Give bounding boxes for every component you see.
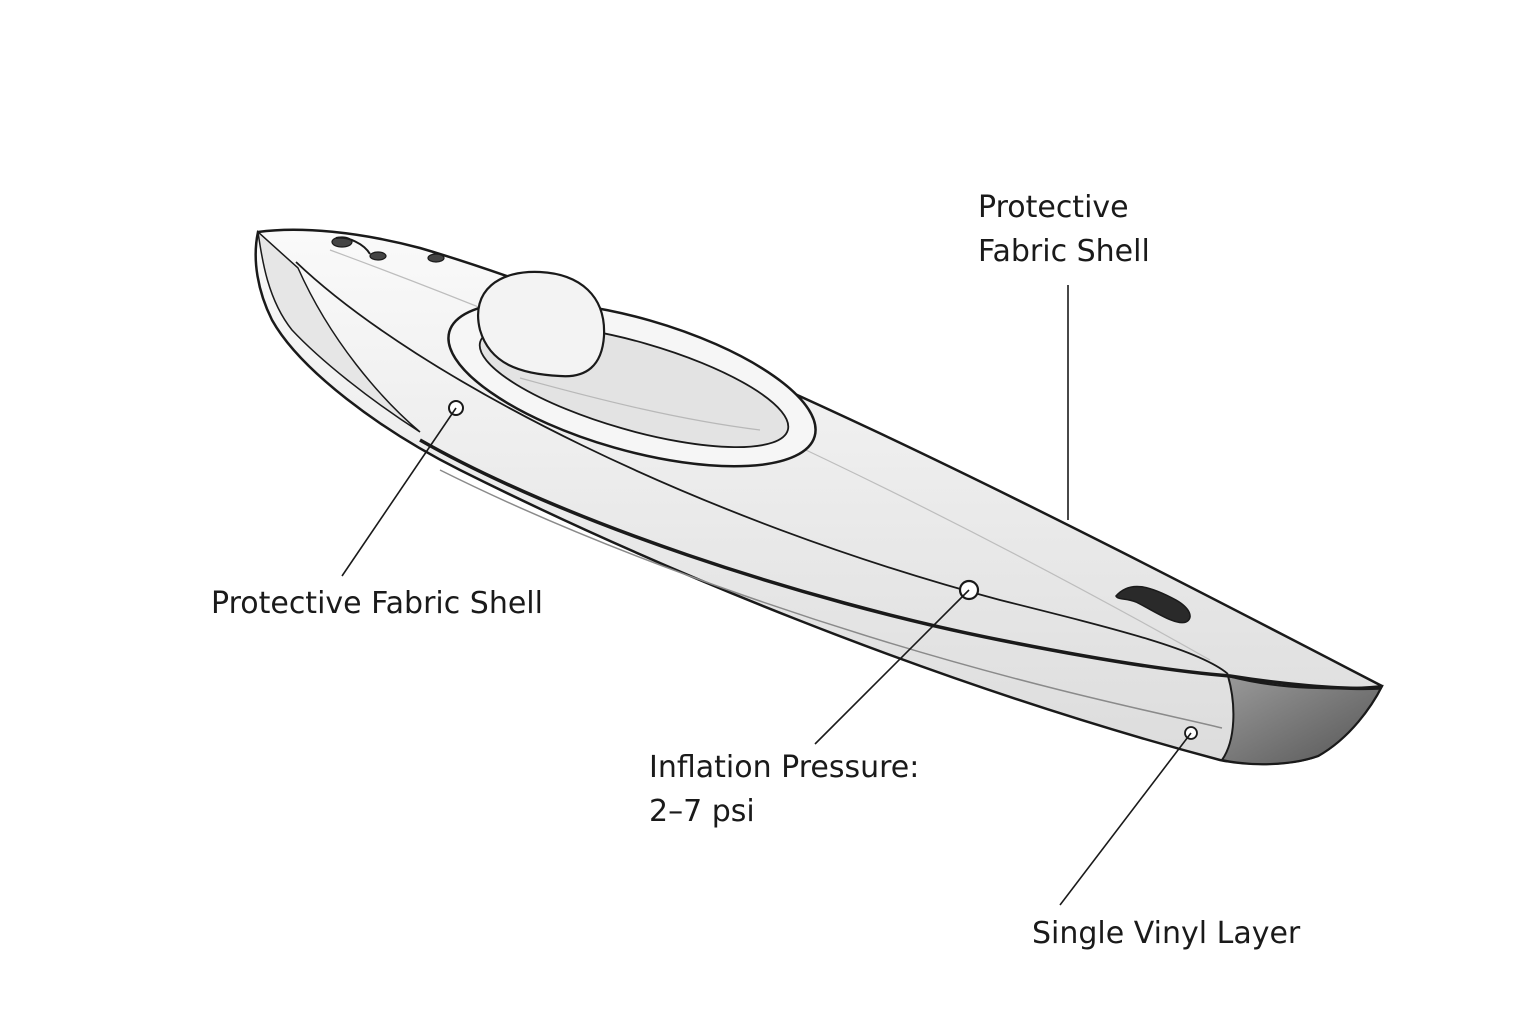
callout-mid-line1: Inflation Pressure: — [649, 750, 920, 785]
leader-line-mid — [814, 589, 970, 745]
leader-line-bottom — [1059, 732, 1192, 906]
hull-body — [254, 228, 1384, 766]
callout-single-vinyl-layer: Single Vinyl Layer — [1032, 912, 1300, 956]
cockpit-floor — [519, 377, 761, 431]
bow-fittings — [331, 236, 445, 263]
callout-mid-line2: 2–7 psi — [649, 794, 755, 829]
seat-backrest — [477, 270, 606, 378]
leader-line-left — [341, 407, 457, 577]
callout-top-line1: Protective — [978, 190, 1129, 225]
callout-protective-fabric-shell-top: Protective Fabric Shell — [978, 186, 1150, 274]
callout-bottom-text: Single Vinyl Layer — [1032, 916, 1301, 951]
lower-chine — [439, 469, 1223, 729]
bow-side-panel — [256, 230, 421, 433]
callout-inflation-pressure: Inflation Pressure: 2–7 psi — [649, 746, 919, 834]
stern-carry-handle — [1115, 585, 1191, 624]
deck-seam — [295, 261, 1229, 675]
callout-protective-fabric-shell-left: Protective Fabric Shell — [211, 582, 543, 626]
callout-top-line2: Fabric Shell — [978, 234, 1150, 269]
callout-left-text: Protective Fabric Shell — [211, 586, 543, 621]
side-tube-seam — [419, 438, 1381, 691]
